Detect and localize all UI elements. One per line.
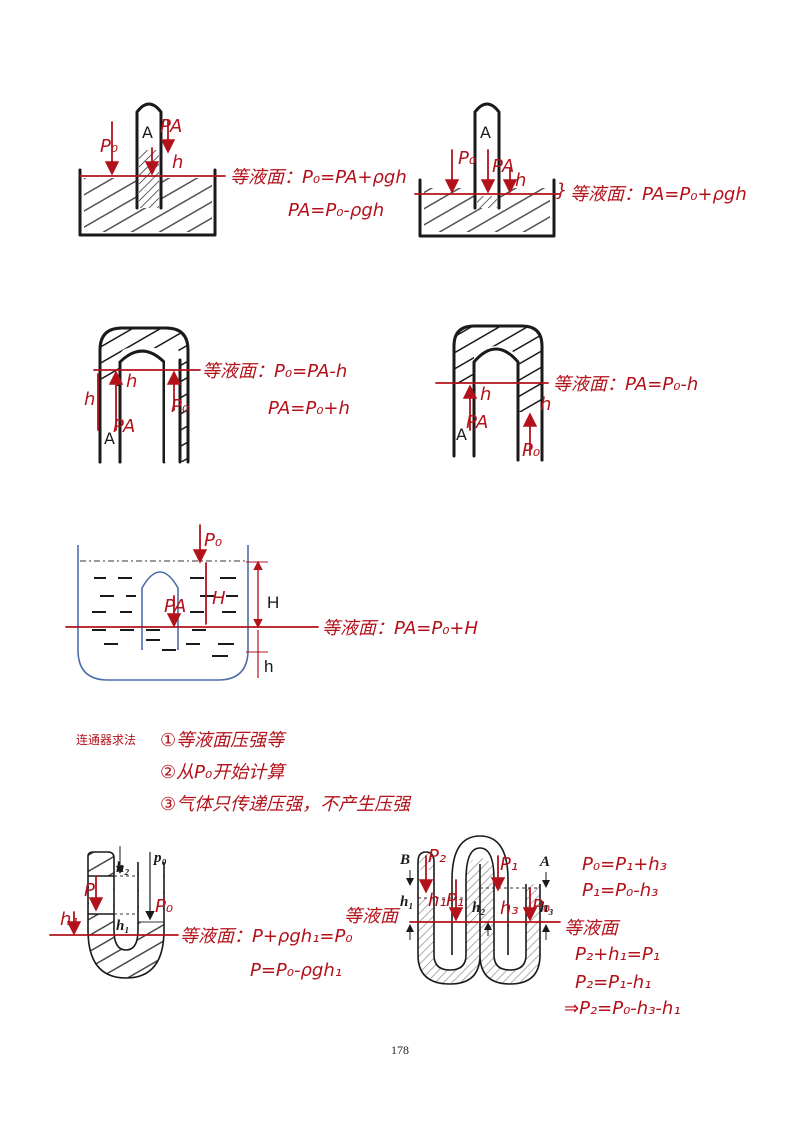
h1-red-label: h₁ (60, 909, 79, 930)
figure-3-sealed-u-tube: A h h PA P₀ 等液面：P₀=PA-h PA=P₀+h (84, 326, 350, 464)
p1-label-a: P₁ (446, 890, 464, 911)
figure-4-sealed-u-tube: A h h PA P₀ 等液面：PA=P₀-h (435, 324, 698, 462)
fig7-equation-5: ⇒P₂=P₀-h₃-h₁ (564, 998, 681, 1019)
fig6-equation-1: 等液面：P+ρgh₁=P₀ (180, 926, 353, 947)
fig2-equation: 等液面：PA=P₀+ρgh (570, 184, 747, 205)
h2-label: h₂ (472, 900, 486, 916)
inverted-tube (141, 571, 179, 650)
p0-label: P₀ (522, 440, 540, 461)
a-label: A (104, 429, 115, 448)
pa-label: PA (113, 416, 135, 437)
figure-2-tube-in-trough: A P₀ PA h } 等液面：PA=P₀+ρgh (414, 102, 747, 238)
h2-label: h₂ (116, 860, 130, 876)
svg-text:}: } (556, 180, 567, 201)
fig7-equation-3: P₂+h₁=P₁ (575, 944, 660, 965)
outer-tube-wall (98, 326, 190, 464)
h-small-label: H (212, 588, 226, 609)
right-equal-level-label: 等液面 (564, 918, 621, 939)
inner-tube-wall (118, 349, 166, 464)
h-right-label: h (540, 394, 551, 415)
h3-label: h₃ (540, 900, 554, 916)
figure-7-double-u-tube: B A h₁ h₂ h₃ P₂ h₁ P₁ P₁ h₃ P₀ 等液面 等液面 P… (344, 835, 681, 1019)
figure-1-tube-in-trough: P₀ A PA h 等液面：P₀=PA+ρgh PA=P₀-ρgh (78, 102, 407, 237)
fig3-equation-1: 等液面：P₀=PA-h (202, 361, 347, 382)
H-label: H (267, 593, 279, 612)
method-title: 连通器求法 (76, 732, 136, 747)
p0-label: P₀ (204, 530, 222, 551)
p0-label: P₀ (171, 396, 189, 417)
fig7-equation-1: P₀=P₁+h₃ (582, 854, 667, 875)
u-tube-outer (87, 862, 165, 979)
fig1-equation-2: PA=P₀-ρgh (288, 200, 384, 221)
pa-label: PA (492, 156, 514, 177)
h3-red-label: h₃ (500, 898, 519, 919)
h-small-label: h (126, 371, 137, 392)
figure-6-u-tube-open: h₂ h₁ p₀ P P₀ h₁ 等液面：P+ρgh₁=P₀ P=P₀-ρgh₁ (49, 846, 353, 981)
inner-tube-wall (472, 347, 520, 462)
p1-label-b: P₁ (500, 854, 518, 875)
a-label: A (539, 854, 550, 870)
h1-label: h₁ (116, 918, 130, 934)
h-label: h (264, 657, 273, 676)
pa-label: PA (164, 596, 186, 617)
fig1-equation-1: 等液面：P₀=PA+ρgh (230, 167, 407, 188)
pa-label: PA (160, 116, 182, 137)
p0-label: P₀ (458, 148, 476, 169)
a-label: A (456, 425, 467, 444)
h-label: h (515, 170, 526, 191)
method-step-1: ①等液面压强等 (160, 730, 287, 751)
p0-label: P₀ (532, 896, 550, 917)
p0-red-label: P₀ (155, 896, 173, 917)
fig7-equation-4: P₂=P₁-h₁ (575, 972, 651, 993)
inverted-tube (135, 102, 163, 210)
trough (418, 178, 556, 238)
fig4-equation: 等液面：PA=P₀-h (553, 374, 698, 395)
fig7-equation-2: P₁=P₀-h₃ (582, 880, 658, 901)
tube-liquid-column (139, 150, 159, 208)
method-notes: 连通器求法 ①等液面压强等 ②从P₀开始计算 ③气体只传递压强，不产生压强 (76, 730, 412, 815)
figure-5-tank-with-tube: P₀ PA H H h 等液面：PA=P₀+H (65, 524, 479, 681)
p0-label: P₀ (100, 136, 118, 157)
b-label: B (399, 852, 410, 868)
inverted-tube (473, 102, 501, 210)
tube-inner-path (417, 847, 527, 971)
u-tube-inner (87, 851, 139, 951)
tube-bridge (451, 835, 509, 955)
trough (78, 168, 217, 237)
page-number: 178 (391, 1043, 409, 1057)
a-label: A (142, 123, 153, 142)
p2-label: P₂ (428, 846, 446, 867)
p-label: P (84, 880, 95, 901)
left-equal-level-label: 等液面 (344, 906, 401, 927)
p0-label: p₀ (152, 850, 167, 866)
fig6-equation-2: P=P₀-ρgh₁ (250, 960, 342, 981)
a-label: A (480, 123, 491, 142)
method-step-3: ③气体只传递压强，不产生压强 (160, 794, 412, 815)
pa-label: PA (466, 412, 488, 433)
fig5-equation: 等液面：PA=P₀+H (322, 618, 479, 639)
h1-label: h₁ (400, 894, 414, 910)
method-step-2: ②从P₀开始计算 (160, 762, 287, 783)
h-small-label: h (480, 384, 491, 405)
h-left-label: h (84, 389, 95, 410)
outer-tube-wall (452, 324, 544, 462)
h-label: h (172, 152, 183, 173)
tank (77, 545, 249, 681)
h1-red-label: h₁ (428, 890, 447, 911)
fig3-equation-2: PA=P₀+h (268, 398, 350, 419)
